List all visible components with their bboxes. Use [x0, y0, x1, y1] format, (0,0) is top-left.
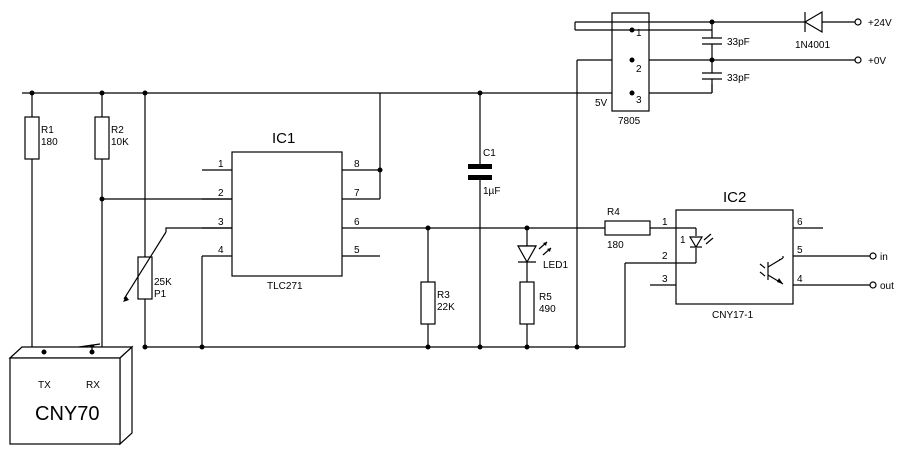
- cny70-tx-label: TX: [38, 380, 51, 391]
- resistor-r4: R4 180: [604, 207, 676, 251]
- ic2-internal-pin-1: 1: [680, 235, 686, 246]
- ic2-part-label: CNY17-1: [712, 310, 754, 321]
- resistor-r5: R5 490: [519, 281, 556, 347]
- r1-value-label: 180: [41, 137, 58, 148]
- terminal-out-label: out: [880, 281, 894, 292]
- ic1-name-label: IC1: [272, 130, 295, 147]
- ic2-pin-1: 1: [662, 217, 668, 228]
- top-rail-wire: [22, 84, 713, 96]
- ic2-pin-4: 4: [797, 274, 803, 285]
- r2-value-label: 10K: [111, 137, 129, 148]
- ic1-pin-3: 3: [218, 217, 224, 228]
- r3-name-label: R3: [437, 290, 450, 301]
- cny70-rx-label: RX: [86, 380, 100, 391]
- cny70-sensor: TX RX CNY70: [8, 345, 134, 446]
- cap-top-value-label: 33pF: [727, 37, 750, 48]
- capacitor-c1: C1 1µF: [468, 93, 500, 347]
- reg-out-label: 5V: [595, 98, 608, 109]
- ic1-pin-6: 6: [354, 217, 360, 228]
- terminal-24v: +24V: [854, 18, 892, 29]
- resistor-r2: R2 10K: [89, 93, 232, 350]
- ic1-pin-8: 8: [354, 159, 360, 170]
- ic1-part-label: TLC271: [267, 281, 303, 292]
- ic2-pin-2: 2: [662, 251, 668, 262]
- ic1-pin-4: 4: [218, 245, 224, 256]
- p1-name-label: P1: [154, 289, 167, 300]
- r5-value-label: 490: [539, 304, 556, 315]
- c1-name-label: C1: [483, 148, 496, 159]
- terminal-24v-label: +24V: [868, 18, 892, 29]
- p1-value-label: 25K: [154, 277, 172, 288]
- cny70-name-label: CNY70: [35, 403, 99, 425]
- led1-name-label: LED1: [543, 260, 568, 271]
- ic1-pin-7: 7: [354, 188, 360, 199]
- ic1-pin-1: 1: [218, 159, 224, 170]
- ic2-pin-3: 3: [662, 274, 668, 285]
- resistor-r1: R1 180: [24, 93, 58, 357]
- ic2-optocoupler: IC2 CNY17-1 1 2 3 1 · 6 5 4: [650, 189, 870, 321]
- capacitor-33pf-bottom: 33pF: [702, 60, 750, 93]
- terminal-0v-label: +0V: [868, 56, 886, 67]
- r5-name-label: R5: [539, 292, 552, 303]
- ic2-pin-5: 5: [797, 245, 803, 256]
- ic1-op-amp: IC1 TLC271 1 2 3 4 8 7 6 5: [201, 93, 650, 347]
- capacitor-33pf-top: 33pF: [702, 19, 750, 63]
- reg-pin-2: 2: [636, 64, 642, 75]
- regulator-7805: 1 2 3 5V 7805: [574, 12, 712, 127]
- reg-pin-1: 1: [636, 28, 642, 39]
- r3-value-label: 22K: [437, 302, 455, 313]
- led1-indicator: LED1: [516, 225, 568, 282]
- r1-name-label: R1: [41, 125, 54, 136]
- r4-value-label: 180: [607, 240, 624, 251]
- ic2-name-label: IC2: [723, 189, 746, 206]
- terminal-in: in: [869, 252, 888, 263]
- c1-value-label: 1µF: [483, 186, 500, 197]
- terminal-out: out: [869, 281, 894, 292]
- resistor-r3: R3 22K: [420, 225, 455, 347]
- reg-part-label: 7805: [618, 116, 641, 127]
- ic1-pin-2: 2: [218, 188, 224, 199]
- potentiometer-p1: 25K P1: [123, 93, 232, 347]
- r2-name-label: R2: [111, 125, 124, 136]
- ic1-pin-5: 5: [354, 245, 360, 256]
- terminal-0v: +0V: [854, 56, 886, 67]
- terminal-in-label: in: [880, 252, 888, 263]
- cap-bottom-value-label: 33pF: [727, 73, 750, 84]
- diode-part-label: 1N4001: [795, 40, 830, 51]
- diode-1n4001: 1N4001: [575, 10, 855, 51]
- r4-name-label: R4: [607, 207, 620, 218]
- ic2-transistor-mark: ·: [778, 254, 781, 265]
- ic2-pin-6: 6: [797, 217, 803, 228]
- reg-pin-3: 3: [636, 95, 642, 106]
